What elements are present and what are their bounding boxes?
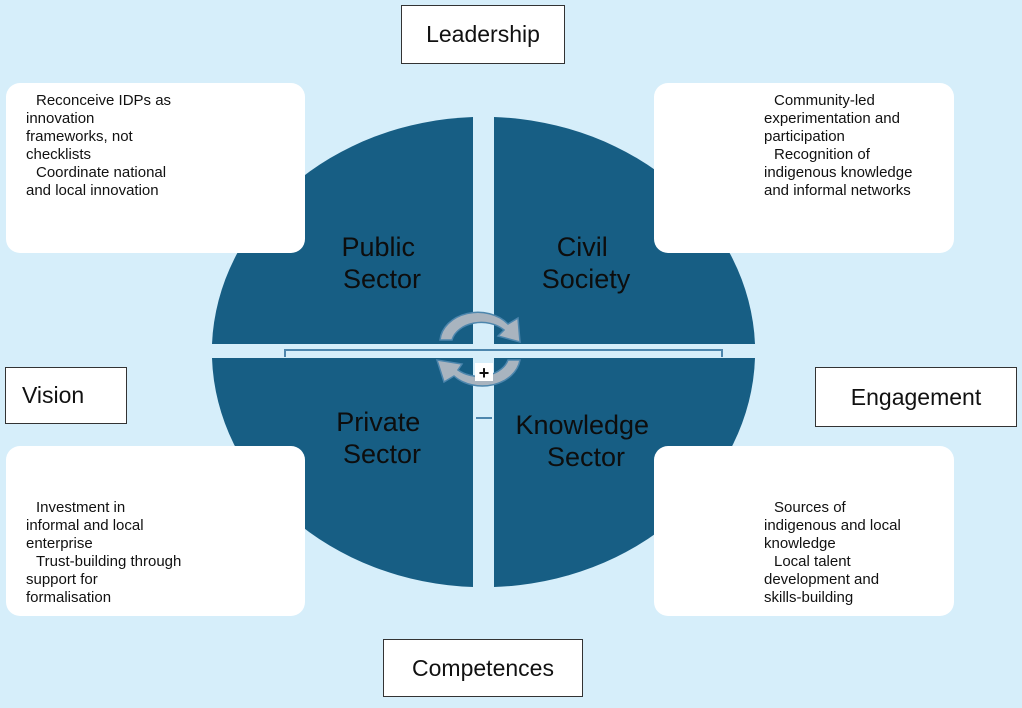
note-bottom-left-item-2: Trust-building through support for forma… xyxy=(26,553,182,606)
leadership-text: Leadership xyxy=(426,21,540,47)
civil-society-line-1: Civil xyxy=(557,232,608,262)
note-top-left-item-2: Coordinate national and local innovation xyxy=(26,164,167,199)
engagement-label: Engagement xyxy=(815,367,1017,427)
note-top-right-item-2: Recognition of indigenous knowledge and … xyxy=(764,146,913,199)
competences-label: Competences xyxy=(383,639,583,697)
public-sector-line-2: Sector xyxy=(343,264,421,294)
quadrant-private-sector xyxy=(212,358,473,587)
knowledge-sector-line-1: Knowledge xyxy=(515,410,649,440)
private-sector-line-2: Sector xyxy=(343,439,421,469)
private-sector-label: Private Sector xyxy=(336,407,428,469)
note-top-left-item-1: Reconceive IDPs as innovation frameworks… xyxy=(26,92,172,163)
vision-text: Vision xyxy=(22,382,85,408)
center-square xyxy=(475,363,493,381)
note-bottom-right: Sources of indigenous and local knowledg… xyxy=(654,446,954,616)
vision-label: Vision xyxy=(5,367,127,424)
knowledge-sector-line-2: Sector xyxy=(547,442,625,472)
note-top-right-item-1: Community-led experimentation and partic… xyxy=(764,92,900,145)
leadership-label: Leadership xyxy=(401,5,565,64)
engagement-text: Engagement xyxy=(850,383,982,410)
cycle-arrow-bottom xyxy=(435,359,521,387)
note-top-right: Community-led experimentation and partic… xyxy=(654,83,954,253)
cycle-arrow-top xyxy=(439,311,521,344)
civil-society-line-2: Society xyxy=(542,264,631,294)
private-sector-line-1: Private xyxy=(336,407,420,437)
quadrant-civil-society xyxy=(494,117,755,344)
note-bottom-left-item-1: Investment in informal and local enterpr… xyxy=(26,499,144,552)
quadrant-knowledge-sector xyxy=(494,358,755,587)
knowledge-sector-label: Knowledge Sector xyxy=(515,410,656,472)
competences-text: Competences xyxy=(412,654,554,681)
center-symbol: + xyxy=(479,363,490,383)
quadrant-public-sector xyxy=(212,117,473,344)
note-bottom-right-item-1: Sources of indigenous and local knowledg… xyxy=(764,499,901,552)
civil-society-label: Civil Society xyxy=(542,232,631,294)
public-sector-line-1: Public xyxy=(341,232,415,262)
public-sector-label: Public Sector xyxy=(341,232,422,294)
note-bottom-right-item-2: Local talent development and skills-buil… xyxy=(764,553,880,606)
connector-line xyxy=(284,349,723,357)
note-bottom-left: Investment in informal and local enterpr… xyxy=(6,446,305,616)
note-top-left: Reconceive IDPs as innovation frameworks… xyxy=(6,83,305,253)
